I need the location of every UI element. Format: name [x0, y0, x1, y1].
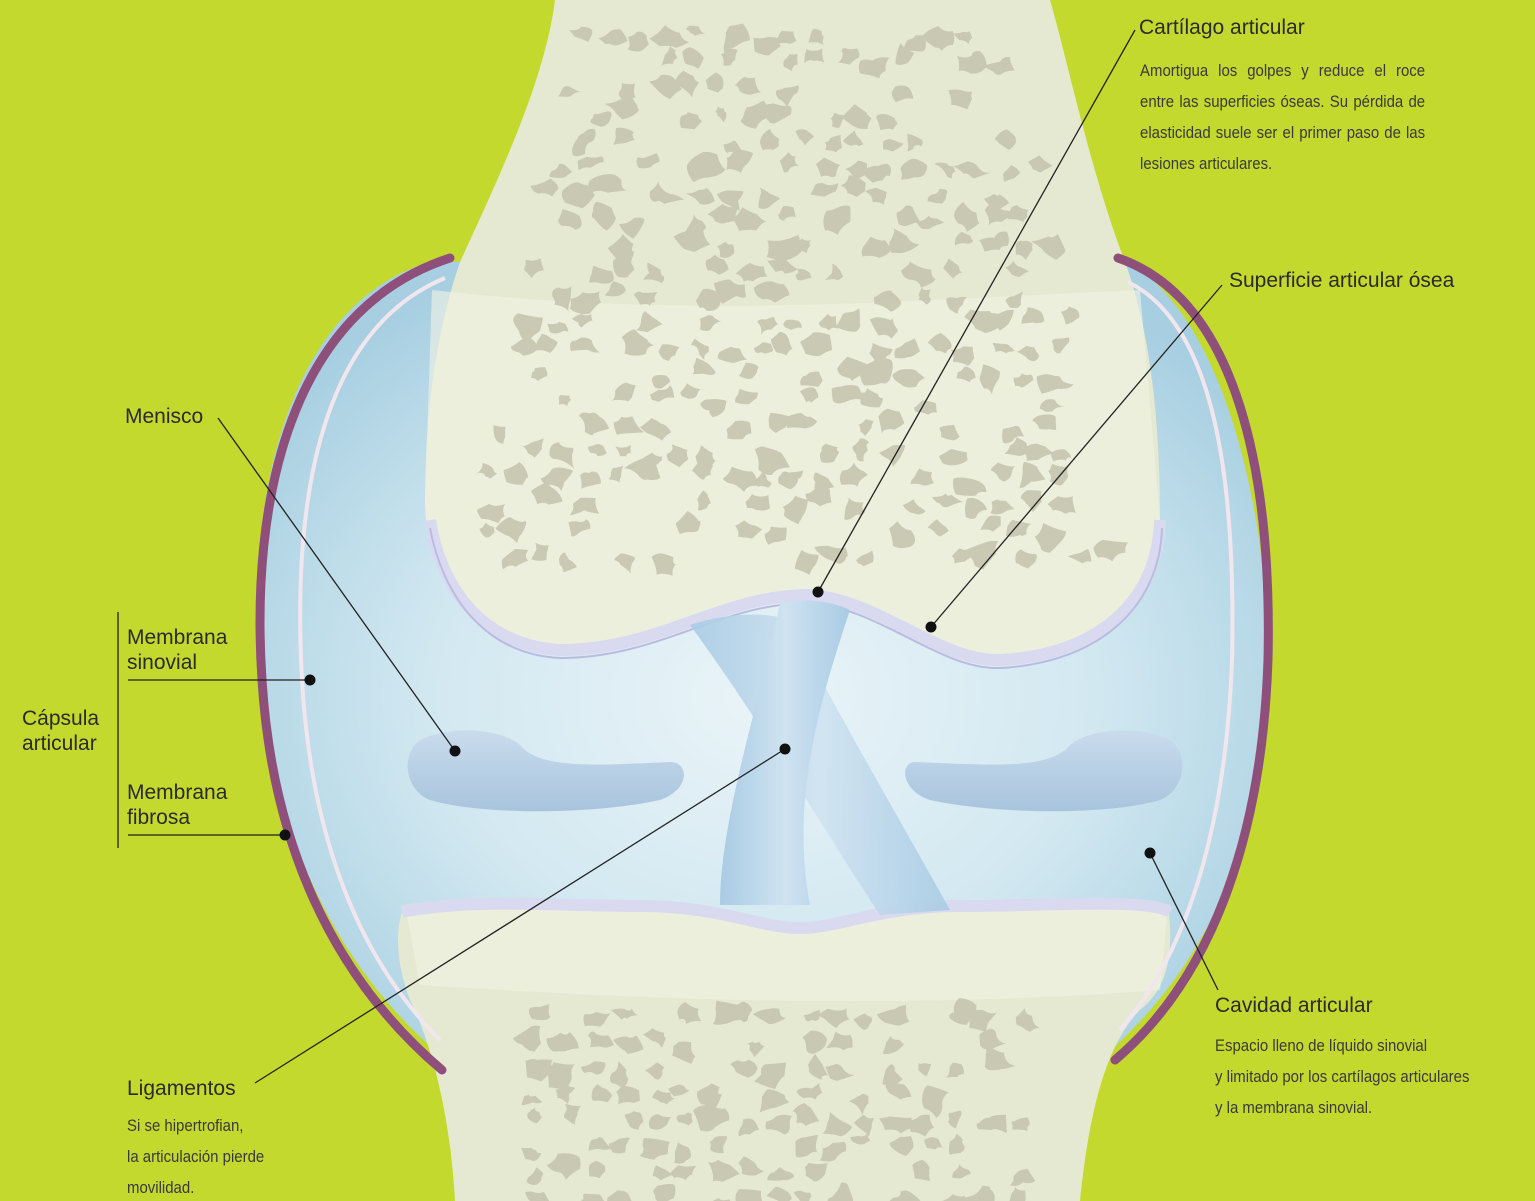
cavidad-title: Cavidad articular: [1215, 993, 1373, 1018]
menisco-title: Menisco: [125, 404, 203, 429]
capsula-title-line1: Cápsula: [22, 706, 99, 731]
cavidad-desc-line1: Espacio lleno de líquido sinovial: [1215, 1030, 1427, 1061]
sinovial-title-line1: Membrana: [127, 625, 227, 650]
fibrosa-title-line2: fibrosa: [127, 805, 190, 830]
ligamentos-desc-line3: movilidad.: [127, 1172, 194, 1201]
cavidad-desc-line2: y limitado por los cartílagos articulare…: [1215, 1061, 1469, 1092]
cartilago-description: Amortigua los golpes y reduce el roce en…: [1140, 55, 1425, 179]
sinovial-title-line2: sinovial: [127, 650, 197, 675]
fibrosa-title-line1: Membrana: [127, 780, 227, 805]
capsula-title-line2: articular: [22, 731, 97, 756]
ligamentos-title: Ligamentos: [127, 1076, 236, 1101]
ligamentos-desc-line2: la articulación pierde: [127, 1141, 264, 1172]
cartilago-title: Cartílago articular: [1139, 15, 1305, 40]
ligamentos-desc-line1: Si se hipertrofian,: [127, 1110, 243, 1141]
superficie-title: Superficie articular ósea: [1229, 268, 1454, 293]
cavidad-desc-line3: y la membrana sinovial.: [1215, 1092, 1372, 1123]
